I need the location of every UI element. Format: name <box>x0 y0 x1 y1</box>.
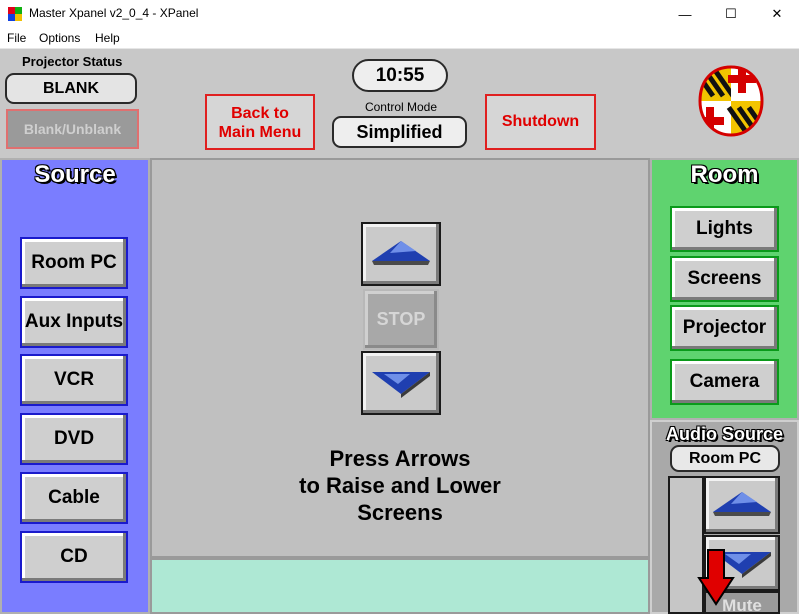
volume-up-button[interactable] <box>704 476 780 534</box>
close-button[interactable]: ✕ <box>771 6 783 21</box>
instructions-line1: Press Arrows <box>329 446 471 471</box>
instructions-line2: to Raise and Lower <box>299 473 501 498</box>
source-vcr-button[interactable]: VCR <box>20 354 128 406</box>
menu-bar <box>0 28 799 48</box>
screen-down-button[interactable] <box>361 351 441 415</box>
triangle-down-icon <box>713 552 771 578</box>
back-label-line1: Back to <box>231 105 289 122</box>
window-title: Master Xpanel v2_0_4 - XPanel <box>29 6 199 20</box>
room-projector-button[interactable]: Projector <box>670 305 779 351</box>
room-title: Room <box>690 161 759 188</box>
control-mode-value: Simplified <box>332 116 467 148</box>
screen-stop-button[interactable]: STOP <box>363 289 439 350</box>
maximize-button[interactable]: ☐ <box>725 6 737 21</box>
volume-bar <box>668 476 704 614</box>
room-lights-button[interactable]: Lights <box>670 206 779 252</box>
back-to-main-menu-button[interactable]: Back to Main Menu <box>205 94 315 150</box>
source-cd-button[interactable]: CD <box>20 531 128 583</box>
source-aux-inputs-button[interactable]: Aux Inputs <box>20 296 128 348</box>
control-mode-label: Control Mode <box>364 100 438 114</box>
source-title: Source <box>34 161 116 188</box>
source-dvd-button[interactable]: DVD <box>20 413 128 465</box>
screen-instructions: Press Arrows to Raise and Lower Screens <box>250 445 550 526</box>
triangle-up-icon <box>713 492 771 516</box>
red-down-arrow-icon <box>697 549 735 606</box>
bottom-status-strip <box>150 558 650 614</box>
xpanel-app-icon <box>8 7 22 21</box>
title-bar <box>0 0 799 28</box>
instructions-line3: Screens <box>357 500 443 525</box>
blank-unblank-button[interactable]: Blank/Unblank <box>6 109 139 149</box>
menu-help[interactable]: Help <box>95 31 120 45</box>
back-label-line2: Main Menu <box>218 124 302 141</box>
menu-options[interactable]: Options <box>39 31 81 45</box>
triangle-up-icon <box>372 241 430 265</box>
clock-display: 10:55 <box>352 59 448 92</box>
triangle-down-icon <box>372 372 430 398</box>
shutdown-button[interactable]: Shutdown <box>485 94 596 150</box>
screen-up-button[interactable] <box>361 222 441 286</box>
minimize-button[interactable]: — <box>678 6 692 22</box>
audio-source-title: Audio Source <box>665 424 783 444</box>
room-camera-button[interactable]: Camera <box>670 359 779 405</box>
source-cable-button[interactable]: Cable <box>20 472 128 524</box>
audio-source-value: Room PC <box>670 445 780 472</box>
source-room-pc-button[interactable]: Room PC <box>20 237 128 289</box>
projector-status-value: BLANK <box>5 73 137 104</box>
menu-file[interactable]: File <box>7 31 27 45</box>
projector-status-label: Projector Status <box>22 54 123 69</box>
room-screens-button[interactable]: Screens <box>670 256 779 302</box>
maryland-flag-logo <box>698 65 764 137</box>
mute-button[interactable]: Mute <box>704 591 780 615</box>
